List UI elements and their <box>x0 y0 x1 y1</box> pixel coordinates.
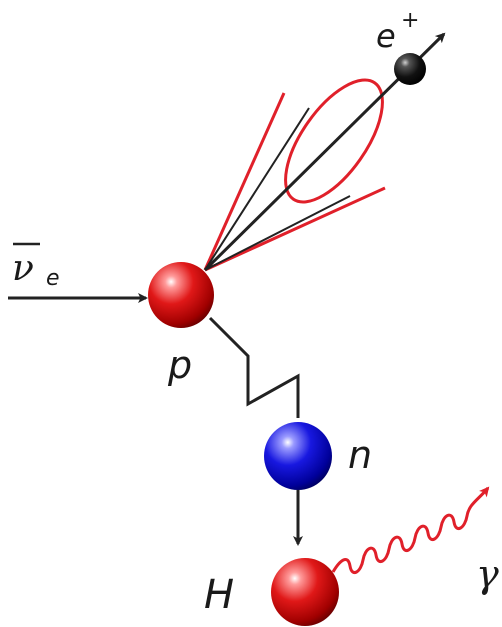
positron-label: e <box>376 17 396 55</box>
cherenkov-cone <box>284 78 384 204</box>
cone-edge-line <box>204 186 386 272</box>
gamma-ray-wave <box>331 486 490 574</box>
gamma-label: γ <box>476 552 499 596</box>
cone-edge-line <box>203 92 286 271</box>
cone-inner-line <box>204 107 310 271</box>
neutron-sphere <box>264 422 332 490</box>
hydrogen-label: H <box>204 572 234 618</box>
neutron-label: n <box>348 433 372 477</box>
proton-neutron-zigzag <box>208 316 300 418</box>
positron-charge: + <box>401 8 419 33</box>
antineutrino-label: ν <box>12 248 34 289</box>
proton-label: p <box>167 343 192 387</box>
antineutrino-subscript: e <box>46 266 60 291</box>
cone-inner-line <box>204 195 351 271</box>
hydrogen-sphere <box>271 558 339 626</box>
proton-sphere <box>148 262 214 328</box>
positron-sphere <box>394 53 426 85</box>
